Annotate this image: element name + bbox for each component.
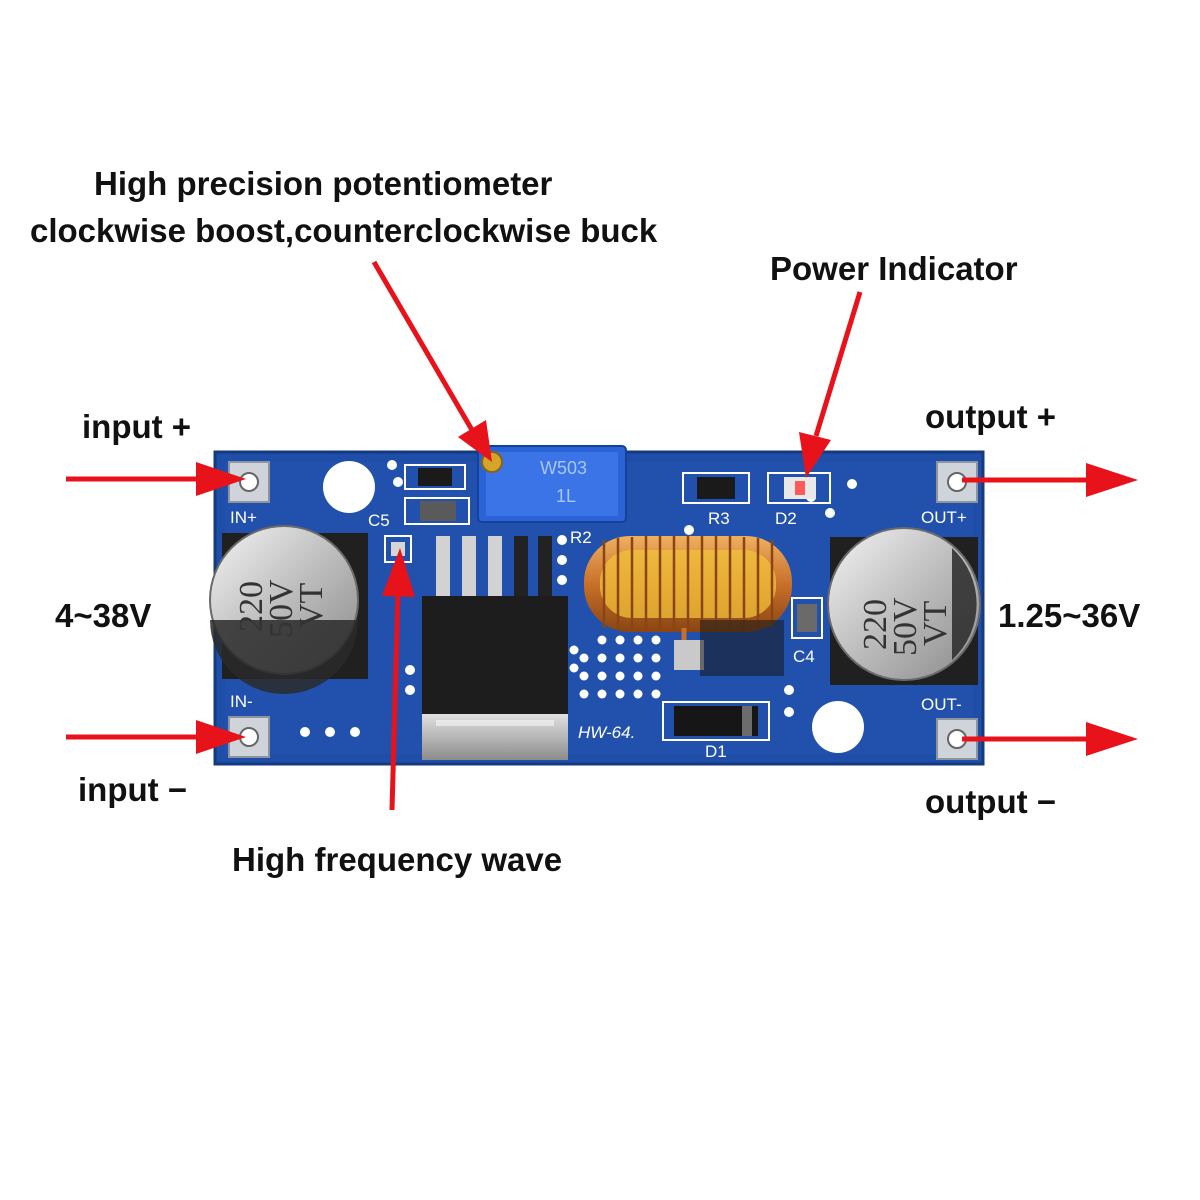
arrow-potentiometer [371,260,492,462]
arrow-output-plus [962,463,1138,497]
output-minus-label: output − [925,783,1057,820]
cap-right-marking-2: 50V [887,597,924,656]
output-plus-label: output + [925,398,1057,435]
silk-c4: C4 [793,647,815,666]
capacitor-output: 220 50V VT [827,527,981,685]
smd-resistor-r3 [682,472,750,504]
smd-resistor-top [404,464,466,490]
inductor-pad [700,620,784,676]
silk-in-plus: IN+ [230,508,257,527]
power-indicator-label: Power Indicator [770,250,1018,287]
silk-out-plus: OUT+ [921,508,967,527]
silk-d1: D1 [705,742,727,761]
silk-r3: R3 [708,509,730,528]
via-grid [569,635,661,699]
silk-in-minus: IN- [230,692,253,711]
input-minus-label: input − [78,771,188,808]
cap-left-marking-3: VT [293,582,330,628]
cap-right-marking-3: VT [917,600,954,646]
capacitor-input: 220 50V VT [209,525,368,694]
diode-d1 [662,701,770,741]
arrow-output-minus [962,722,1138,756]
cap-left-marking-1: 220 [233,581,270,632]
cap-right-marking-1: 220 [857,599,894,650]
power-led-d2 [767,472,831,504]
output-range-label: 1.25~36V [998,597,1141,634]
potentiometer-label-line1: High precision potentiometer [94,165,553,202]
silk-c5: C5 [368,511,390,530]
input-range-label: 4~38V [55,597,152,634]
potentiometer: W503 1L [477,445,627,523]
vias [300,460,857,737]
silk-r2: R2 [570,528,592,547]
input-plus-label: input + [82,408,192,445]
arrow-input-minus [66,720,246,754]
arrow-power-indicator [799,291,863,478]
cap-left-marking-2: 50V [263,579,300,638]
terminal-in-minus [228,716,270,758]
mounting-hole-left [323,461,375,513]
mounting-hole-right [812,701,864,753]
pot-marking-2: 1L [556,486,576,506]
silk-model: HW-64. [578,723,635,742]
smd-capacitor-c5 [404,497,470,525]
silk-d2: D2 [775,509,797,528]
silk-out-minus: OUT- [921,695,962,714]
regulator-ic [422,536,568,760]
high-frequency-label: High frequency wave [232,841,563,878]
arrow-high-frequency [382,548,415,811]
pot-marking-1: W503 [540,458,587,478]
inductor-coil [584,536,792,670]
potentiometer-label-line2: clockwise boost,counterclockwise buck [30,212,658,249]
smd-capacitor-c4 [791,597,823,639]
arrow-input-plus [66,462,246,496]
terminal-out-minus [936,718,978,760]
